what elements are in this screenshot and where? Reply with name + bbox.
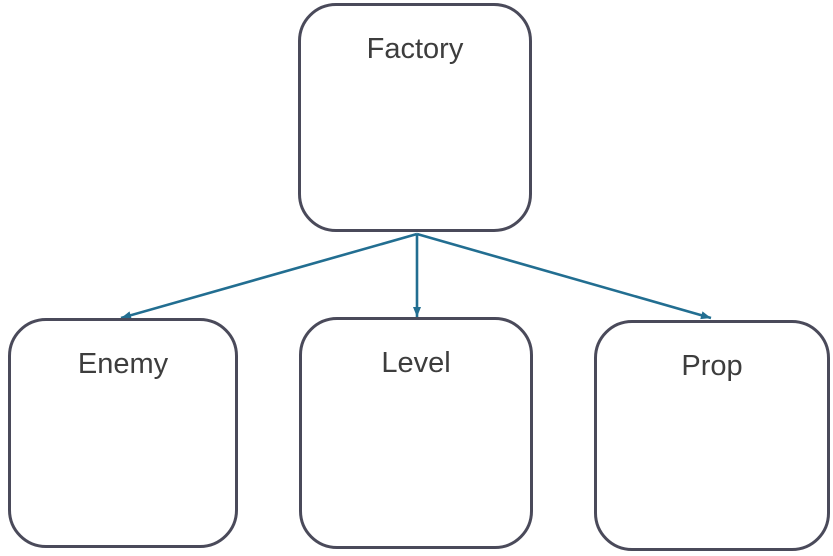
- node-enemy-label: Enemy: [77, 348, 169, 380]
- node-prop[interactable]: Prop: [594, 320, 830, 551]
- node-prop-label: Prop: [681, 350, 743, 382]
- node-factory-label: Factory: [366, 33, 464, 65]
- edge-factory-prop: [416, 232, 712, 320]
- node-enemy[interactable]: Enemy: [8, 318, 238, 548]
- node-level[interactable]: Level: [299, 317, 533, 549]
- edge-factory-enemy: [120, 232, 418, 320]
- node-level-label: Level: [381, 347, 451, 379]
- node-factory[interactable]: Factory: [298, 3, 532, 232]
